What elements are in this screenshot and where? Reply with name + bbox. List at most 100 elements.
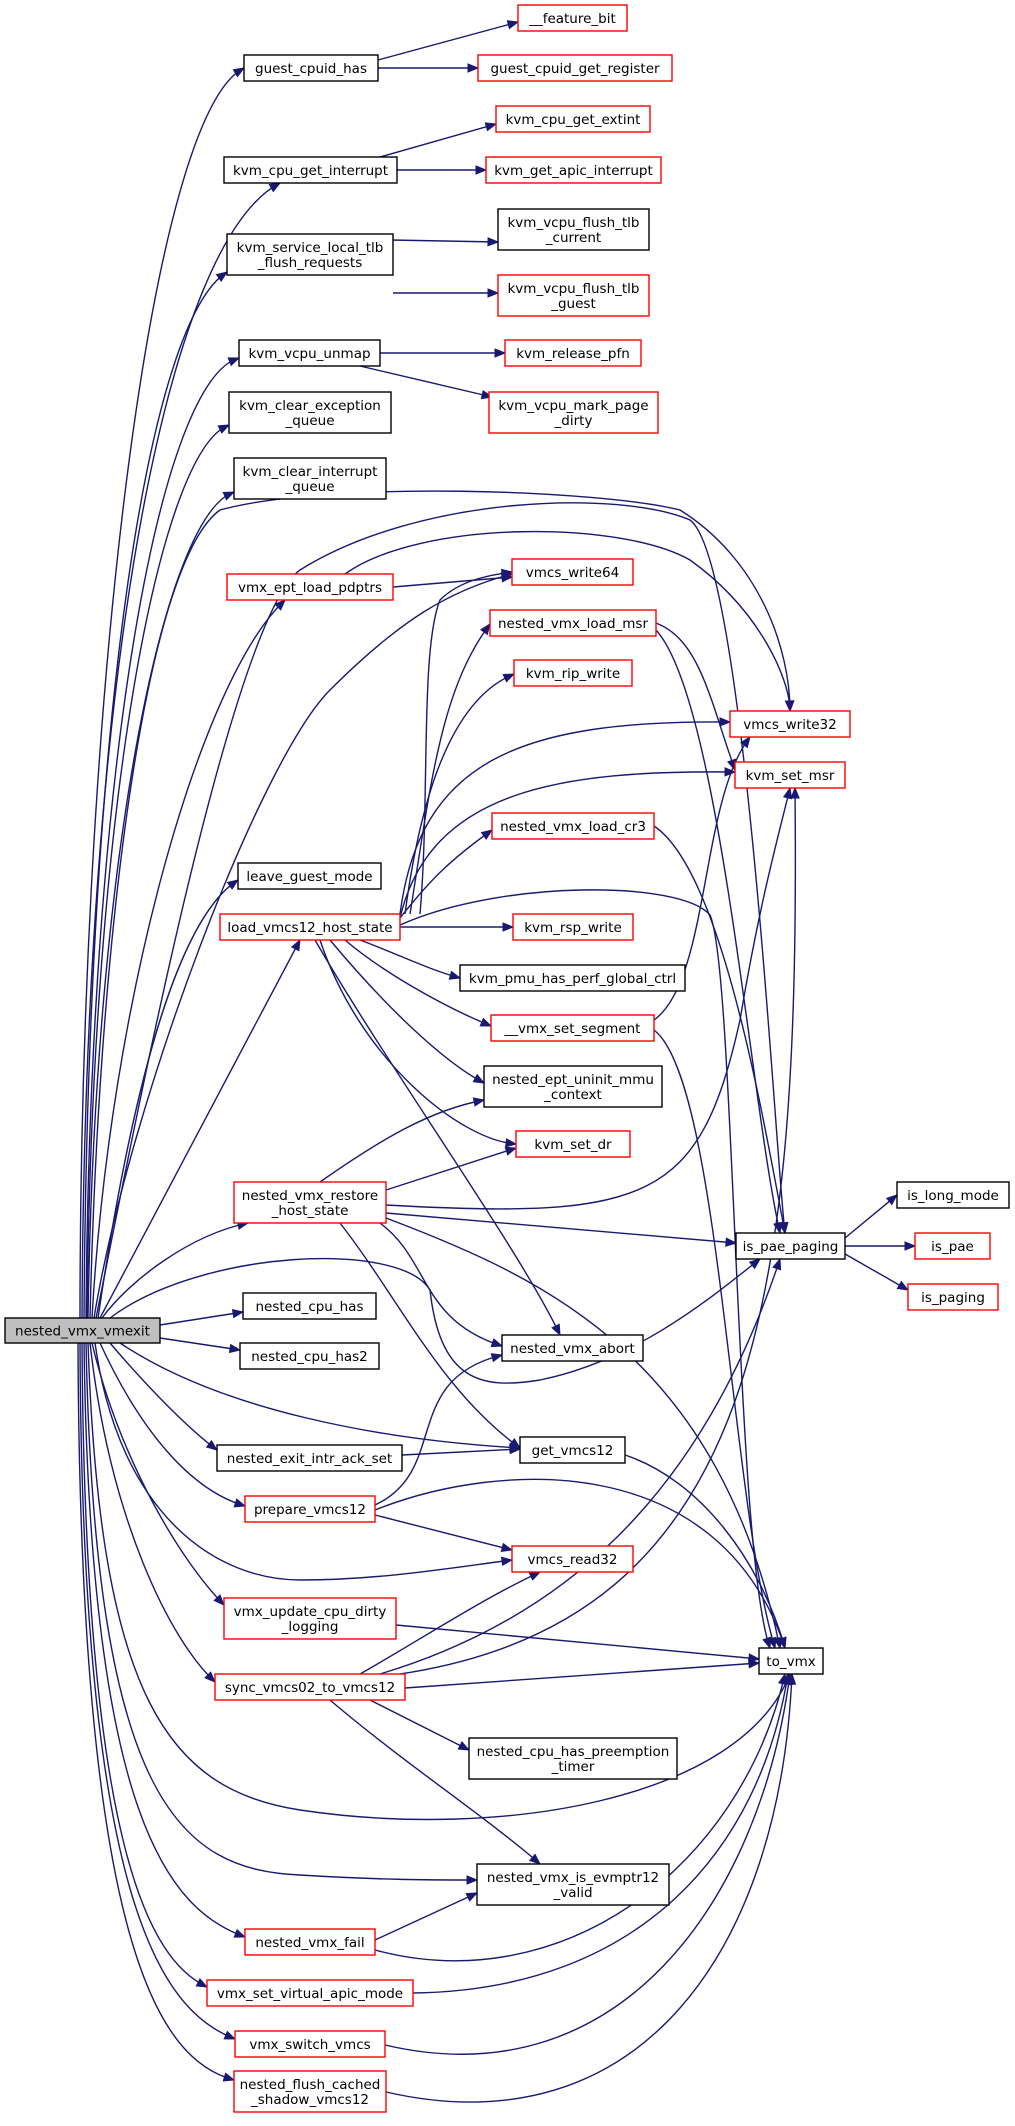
node-prepare-vmcs12[interactable]: prepare_vmcs12 <box>244 1495 376 1523</box>
node-is-pae[interactable]: is_pae <box>914 1232 991 1260</box>
node-vmcs-write64[interactable]: vmcs_write64 <box>511 558 634 586</box>
node-kvm-clear-interrupt-queue[interactable]: kvm_clear_interrupt_queue <box>233 457 387 500</box>
node-nested-ept-uninit-mmu-context[interactable]: nested_ept_uninit_mmu_context <box>483 1065 663 1108</box>
node-kvm-cpu-get-extint[interactable]: kvm_cpu_get_extint <box>495 105 651 133</box>
edge-line <box>109 1342 218 1451</box>
node-kvm-vcpu-flush-tlb-guest[interactable]: kvm_vcpu_flush_tlb_guest <box>497 274 650 317</box>
node-vmcs-write32[interactable]: vmcs_write32 <box>729 710 851 738</box>
node-feature-bit[interactable]: __feature_bit <box>517 4 628 32</box>
node-leave-guest-mode[interactable]: leave_guest_mode <box>237 862 382 890</box>
edge-sv02-to-ipp <box>379 1257 782 1675</box>
node-vmcs-read32[interactable]: vmcs_read32 <box>511 1545 634 1573</box>
node-box <box>491 812 655 840</box>
node-kvm-vcpu-flush-tlb-current[interactable]: kvm_vcpu_flush_tlb_current <box>497 208 650 251</box>
edge-line <box>339 1222 521 1449</box>
edge-line <box>389 239 499 243</box>
edge-line <box>77 1342 235 2081</box>
node-box <box>219 913 401 941</box>
node-kvm-get-apic-interrupt[interactable]: kvm_get_apic_interrupt <box>485 156 662 184</box>
node-is-paging[interactable]: is_paging <box>907 1283 999 1311</box>
node-kvm-cpu-get-interrupt[interactable]: kvm_cpu_get_interrupt <box>223 156 398 184</box>
node-box <box>515 1130 631 1158</box>
edge-arrowhead <box>195 1977 209 1988</box>
node-kvm-vcpu-unmap[interactable]: kvm_vcpu_unmap <box>238 339 381 367</box>
edge-arrowhead <box>227 357 241 367</box>
node-box <box>497 208 650 251</box>
node-vmx-update-cpu-dirty-logging[interactable]: vmx_update_cpu_dirty_logging <box>223 1597 397 1640</box>
node-kvm-clear-exception-queue[interactable]: kvm_clear_exception_queue <box>228 391 392 434</box>
edge-arrowhead <box>268 182 282 193</box>
node-to-vmx[interactable]: to_vmx <box>758 1647 824 1675</box>
edge-line <box>319 939 517 1145</box>
edge-l12-to-nvlm <box>409 622 491 915</box>
node-label: _dirty <box>554 413 593 429</box>
node-nested-exit-intr-ack-set[interactable]: nested_exit_intr_ack_set <box>216 1444 403 1472</box>
node-box <box>512 913 634 941</box>
node-vmx-set-virtual-apic-mode[interactable]: vmx_set_virtual_apic_mode <box>206 1979 414 2007</box>
node-load-vmcs12-host-state[interactable]: load_vmcs12_host_state <box>219 913 401 941</box>
node-guest-cpuid-get-register[interactable]: guest_cpuid_get_register <box>477 54 673 82</box>
node-kvm-set-dr[interactable]: kvm_set_dr <box>515 1130 631 1158</box>
node-nested-vmx-vmexit[interactable]: nested_vmx_vmexit <box>4 1317 161 1344</box>
node-kvm-vcpu-mark-page-dirty[interactable]: kvm_vcpu_mark_page_dirty <box>488 391 659 434</box>
node-box <box>244 1495 376 1523</box>
edge-line <box>344 939 492 1027</box>
node-nested-vmx-is-evmptr12-valid[interactable]: nested_vmx_is_evmptr12_valid <box>476 1863 670 1906</box>
node-nested-cpu-has-preemption-timer[interactable]: nested_cpu_has_preemption_timer <box>468 1737 678 1780</box>
node-label: _timer <box>551 1759 595 1775</box>
edge-nvlc-to-ipp <box>653 825 788 1235</box>
node-nested-vmx-restore-host-state[interactable]: nested_vmx_restore_host_state <box>233 1181 387 1224</box>
edge-sv02-to-ksm <box>399 786 800 1675</box>
edge-nvrh-to-nva <box>379 1222 504 1348</box>
node-vmx-switch-vmcs[interactable]: vmx_switch_vmcs <box>234 2030 386 2058</box>
node-kvm-rsp-write[interactable]: kvm_rsp_write <box>512 913 634 941</box>
node-box <box>4 1317 161 1344</box>
edge-arrowhead <box>490 1353 504 1363</box>
node-nested-vmx-abort[interactable]: nested_vmx_abort <box>501 1334 644 1362</box>
edge-kcgi-to-kgai <box>397 165 488 175</box>
edge-arrowhead <box>480 829 494 840</box>
node-box <box>223 156 398 184</box>
node-nested-cpu-has[interactable]: nested_cpu_has <box>242 1292 377 1320</box>
edge-vmexit-to-sv02 <box>89 1342 216 1683</box>
edge-arrowhead <box>290 938 301 952</box>
node-nested-flush-cached-shadow-vmcs12[interactable]: nested_flush_cached_shadow_vmcs12 <box>233 2070 387 2113</box>
edge-line <box>409 623 491 915</box>
node-vmx-set-segment[interactable]: __vmx_set_segment <box>490 1014 655 1042</box>
edge-line <box>404 1662 760 1689</box>
edge-arrowhead <box>505 1138 518 1148</box>
node-kvm-pmu-has-perf-global-ctrl[interactable]: kvm_pmu_has_perf_global_ctrl <box>459 964 686 992</box>
node-box <box>519 1436 626 1464</box>
node-box <box>476 1863 670 1906</box>
edge-arrowhead <box>748 1258 762 1270</box>
edge-line <box>399 721 731 915</box>
edge-arrowhead <box>487 237 500 247</box>
node-guest-cpuid-has[interactable]: guest_cpuid_has <box>243 54 379 82</box>
node-nested-cpu-has2[interactable]: nested_cpu_has2 <box>239 1342 380 1370</box>
node-sync-vmcs02-to-vmcs12[interactable]: sync_vmcs02_to_vmcs12 <box>214 1673 406 1701</box>
edge-vmexit-to-gch <box>79 67 246 1319</box>
edge-arrowhead <box>786 1672 797 1685</box>
edge-l12-to-krw <box>404 673 516 915</box>
node-vmx-ept-load-pdptrs[interactable]: vmx_ept_load_pdptrs <box>226 573 394 601</box>
node-is-pae-paging[interactable]: is_pae_paging <box>735 1232 846 1260</box>
edge-vmexit-to-kslt <box>83 271 229 1319</box>
edge-line <box>99 1342 246 1507</box>
edge-arrowhead <box>222 2072 236 2082</box>
node-kvm-rip-write[interactable]: kvm_rip_write <box>513 659 633 687</box>
edge-vmexit-to-nfcs <box>77 1342 236 2082</box>
node-kvm-release-pfn[interactable]: kvm_release_pfn <box>504 339 642 367</box>
node-nested-vmx-fail[interactable]: nested_vmx_fail <box>244 1928 376 1956</box>
edge-arrowhead <box>205 1439 219 1451</box>
node-nested-vmx-load-msr[interactable]: nested_vmx_load_msr <box>489 609 657 637</box>
node-kvm-set-msr[interactable]: kvm_set_msr <box>734 761 846 789</box>
edge-nvf-to-nvie <box>374 1892 479 1941</box>
edge-l12-to-nvlc <box>399 829 494 919</box>
node-is-long-mode[interactable]: is_long_mode <box>896 1181 1010 1209</box>
edge-vmexit-to-kceq <box>86 424 231 1319</box>
node-kvm-service-local-tlb-flush-requests[interactable]: kvm_service_local_tlb_flush_requests <box>226 233 394 276</box>
edge-l12-to-vss <box>344 939 493 1027</box>
node-nested-vmx-load-cr3[interactable]: nested_vmx_load_cr3 <box>491 812 655 840</box>
edge-line <box>399 787 797 1675</box>
node-get-vmcs12[interactable]: get_vmcs12 <box>519 1436 626 1464</box>
